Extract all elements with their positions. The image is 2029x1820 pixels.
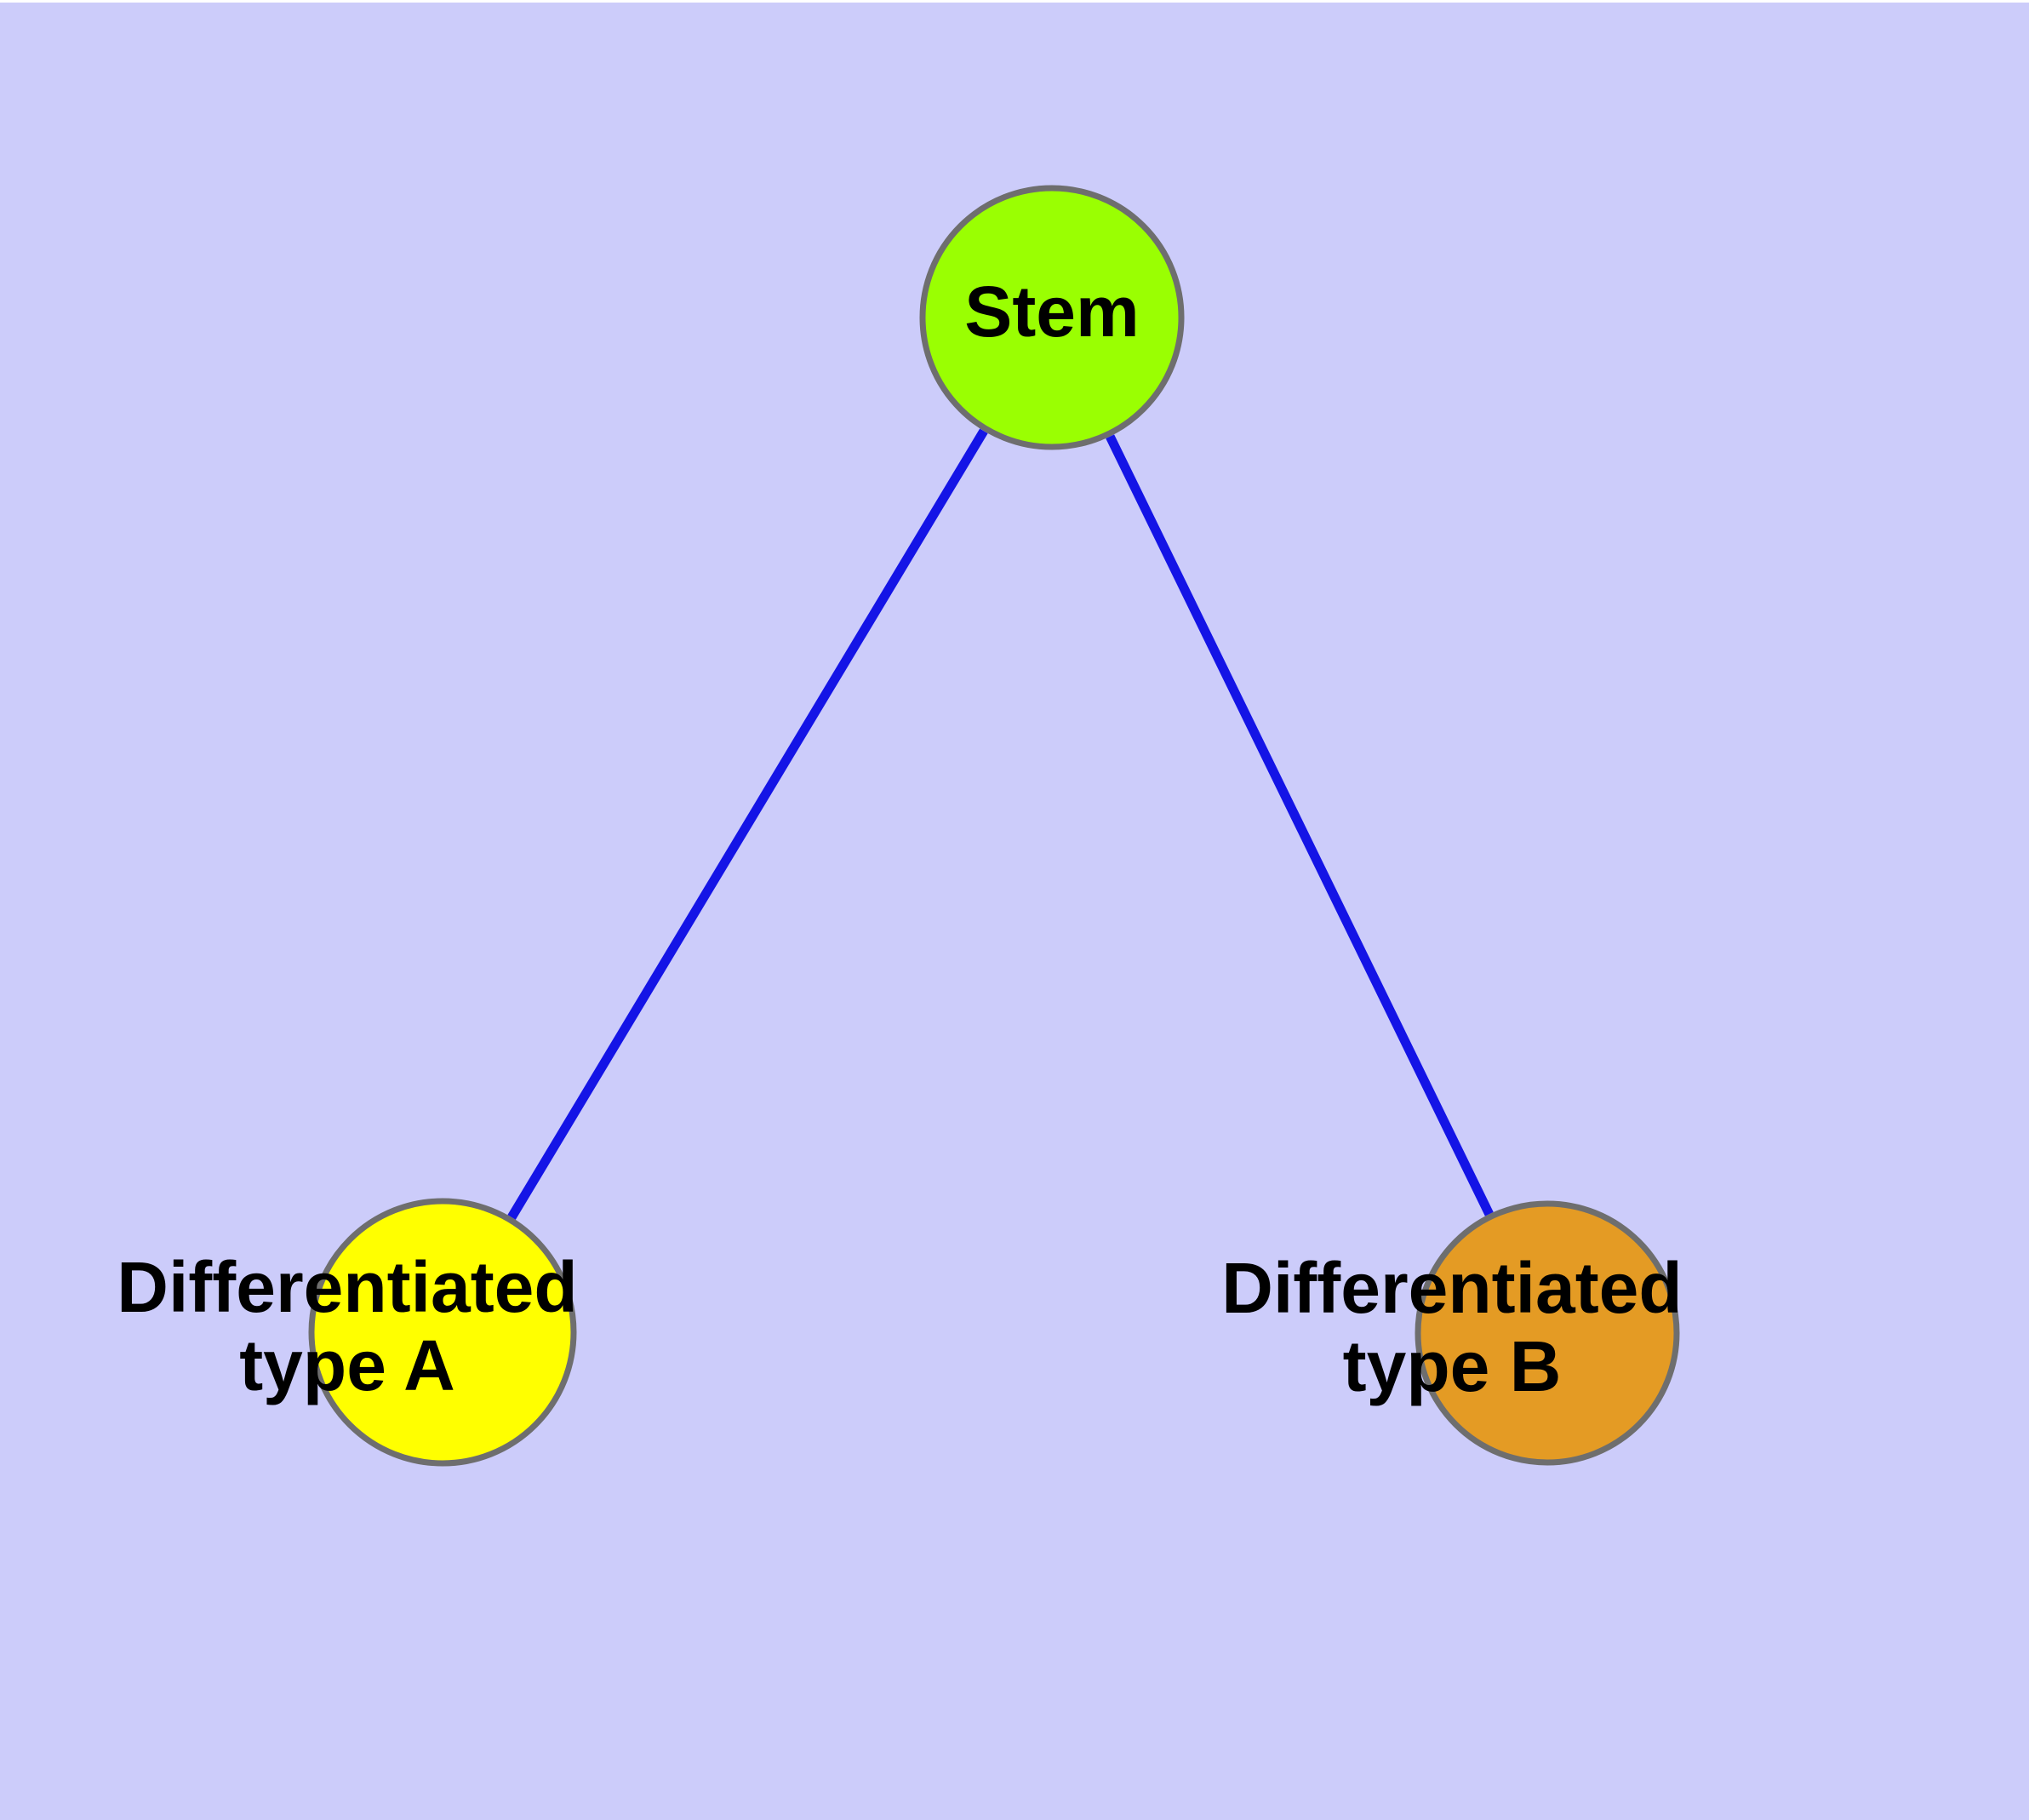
node-label-line: type A xyxy=(239,1325,455,1405)
edges-layer xyxy=(507,428,1494,1220)
nodes-layer xyxy=(308,185,1680,1467)
node-stem[interactable] xyxy=(919,185,1185,450)
node-label-line: Differentiated xyxy=(1221,1248,1682,1328)
edge-stem-to-diff_a xyxy=(507,428,988,1220)
node-label-line: type B xyxy=(1343,1326,1562,1406)
node-label-line: Stem xyxy=(964,272,1139,352)
node-diff_a[interactable] xyxy=(308,1198,577,1467)
node-diff_b[interactable] xyxy=(1415,1200,1680,1466)
node-label-line: Differentiated xyxy=(117,1247,577,1327)
node-label-stem: Stem xyxy=(964,272,1139,352)
edge-stem-to-diff_b xyxy=(1106,434,1494,1216)
